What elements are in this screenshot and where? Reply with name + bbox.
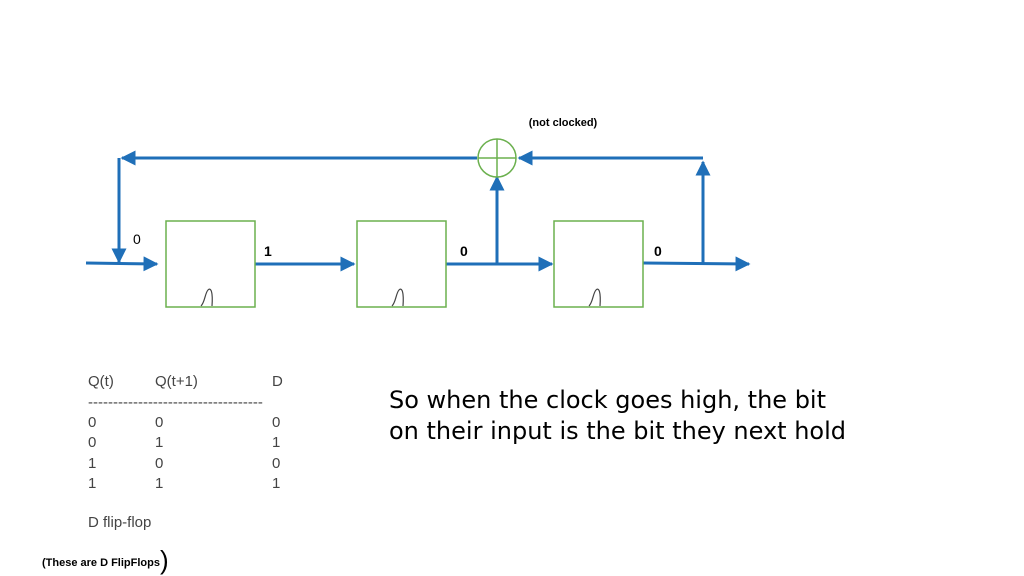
truth-table-header: Q(t) Q(t+1) D	[88, 372, 290, 393]
cell-qt1: 0	[155, 454, 164, 472]
cell-qt: 0	[88, 434, 97, 451]
cell-d: 1	[272, 475, 281, 492]
explanation-text: So when the clock goes high, the bit on …	[389, 386, 847, 445]
cell-d: 0	[272, 454, 281, 472]
footnote-closing-paren: )	[159, 545, 169, 575]
clock-edge-icon	[200, 288, 213, 307]
bit-label-ff1: 1	[264, 243, 272, 259]
cell-qt1: 0	[155, 413, 164, 431]
cell-d: 1	[272, 434, 281, 451]
clock-edge-icon	[588, 288, 601, 307]
cell-qt1: 1	[155, 475, 164, 492]
bit-label-ff3: 0	[654, 243, 662, 259]
header-d: D	[272, 373, 283, 390]
header-qt1: Q(t+1)	[155, 373, 198, 390]
table-row: 0 0 0	[88, 413, 290, 434]
cell-d: 0	[272, 413, 281, 431]
table-row: 1 1 1	[88, 474, 290, 495]
truth-table-separator: -----------------------------------	[88, 393, 263, 411]
cell-qt1: 1	[155, 434, 164, 451]
lfsr-diagram: (not clocked) 0	[85, 117, 751, 308]
flip-flop-3	[553, 220, 644, 308]
output-wire	[642, 256, 751, 272]
footnote-text: (These are D FlipFlops	[42, 557, 160, 569]
input-wire	[85, 256, 159, 272]
flip-flop-1	[165, 220, 256, 308]
xor-gate-icon	[477, 138, 517, 178]
table-row: 0 1 1	[88, 433, 290, 454]
flip-flop-2	[356, 220, 447, 308]
truth-table-caption: D flip-flop	[88, 514, 152, 531]
header-qt: Q(t)	[88, 373, 114, 390]
table-row: 1 0 0	[88, 454, 290, 475]
cell-qt: 1	[88, 454, 97, 472]
cell-qt: 1	[88, 475, 97, 492]
bit-label-ff2: 0	[460, 243, 468, 259]
footnote: (These are D FlipFlops)	[42, 545, 169, 576]
xor-note: (not clocked)	[529, 117, 598, 129]
truth-table: Q(t) Q(t+1) D --------------------------…	[88, 372, 290, 495]
cell-qt: 0	[88, 413, 97, 431]
feedback-bit-label: 0	[133, 231, 141, 247]
clock-edge-icon	[391, 288, 404, 307]
